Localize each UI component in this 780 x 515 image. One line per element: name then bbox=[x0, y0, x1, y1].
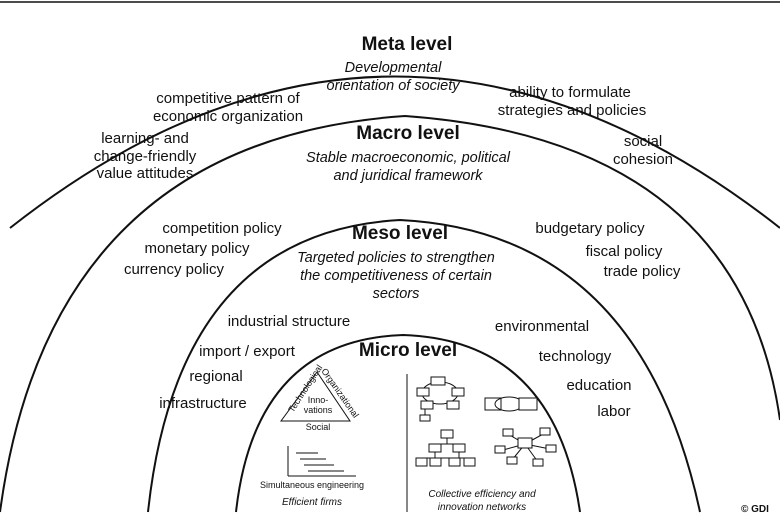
meso-level-subtitle-1: Targeted policies to strengthen bbox=[297, 250, 495, 266]
micro-level-arc bbox=[235, 333, 581, 513]
meso-level-arc bbox=[147, 218, 701, 513]
triangle-label-innovations-1: Inno- bbox=[308, 395, 329, 405]
micro-level-heading: Micro level bbox=[359, 340, 457, 361]
meso-left-label-4: infrastructure bbox=[159, 395, 247, 412]
efficient-firms-label: Efficient firms bbox=[282, 497, 342, 508]
macro-level-subtitle-2: and juridical framework bbox=[333, 168, 483, 184]
meta-right-label-1: ability to formulate bbox=[509, 84, 631, 101]
meta-left-label-2: economic organization bbox=[153, 108, 303, 125]
macro-left-label-1: competition policy bbox=[162, 220, 282, 237]
meso-left-label-1: industrial structure bbox=[228, 313, 351, 330]
macro-right-label-1: budgetary policy bbox=[535, 220, 645, 237]
meso-level-subtitle-2: the competitiveness of certain bbox=[300, 268, 492, 284]
macro-left-label-3: currency policy bbox=[124, 261, 225, 278]
meso-level-heading: Meso level bbox=[352, 223, 448, 244]
collective-efficiency-label-2: innovation networks bbox=[438, 502, 526, 513]
meta-left-label-3: learning- and bbox=[101, 130, 189, 147]
meta-right-label-4: cohesion bbox=[613, 151, 673, 168]
simultaneous-engineering-label: Simultaneous engineering bbox=[260, 480, 364, 490]
meta-level-subtitle-2: orientation of society bbox=[327, 78, 461, 94]
meta-right-label-2: strategies and policies bbox=[498, 102, 646, 119]
bus-network-icon bbox=[484, 396, 538, 412]
macro-right-label-2: fiscal policy bbox=[586, 243, 663, 260]
star-network-icon bbox=[494, 427, 557, 467]
macro-level-subtitle-1: Stable macroeconomic, political bbox=[306, 150, 511, 166]
simultaneous-engineering-icon bbox=[287, 446, 356, 477]
meso-left-label-2: import / export bbox=[199, 343, 296, 360]
meso-left-label-3: regional bbox=[189, 368, 242, 385]
collective-efficiency-label-1: Collective efficiency and bbox=[428, 489, 536, 500]
innovation-triangle-icon bbox=[280, 371, 351, 422]
macro-left-label-2: monetary policy bbox=[144, 240, 250, 257]
meta-level-arc bbox=[9, 75, 780, 229]
macro-right-label-3: trade policy bbox=[604, 263, 681, 280]
macro-level-arc bbox=[0, 114, 780, 513]
meso-right-label-1: environmental bbox=[495, 318, 589, 335]
meta-left-label-4: change-friendly bbox=[94, 148, 197, 165]
meta-level-heading: Meta level bbox=[362, 34, 453, 55]
macro-level-heading: Macro level bbox=[356, 123, 460, 144]
triangle-label-innovations-2: vations bbox=[304, 405, 333, 415]
triangle-label-social: Social bbox=[306, 422, 331, 432]
meta-left-label-5: value attitudes bbox=[97, 165, 194, 182]
meso-right-label-2: technology bbox=[539, 348, 612, 365]
meta-left-label-1: competitive pattern of bbox=[156, 90, 300, 107]
meta-right-label-3: social bbox=[624, 133, 662, 150]
copyright-mark: © GDI bbox=[741, 504, 769, 515]
tree-network-icon bbox=[415, 429, 476, 467]
ring-network-icon bbox=[416, 376, 465, 422]
meso-right-label-3: education bbox=[566, 377, 631, 394]
meso-right-label-4: labor bbox=[597, 403, 630, 420]
meta-level-subtitle-1: Developmental bbox=[345, 60, 442, 76]
meso-level-subtitle-3: sectors bbox=[373, 286, 420, 302]
